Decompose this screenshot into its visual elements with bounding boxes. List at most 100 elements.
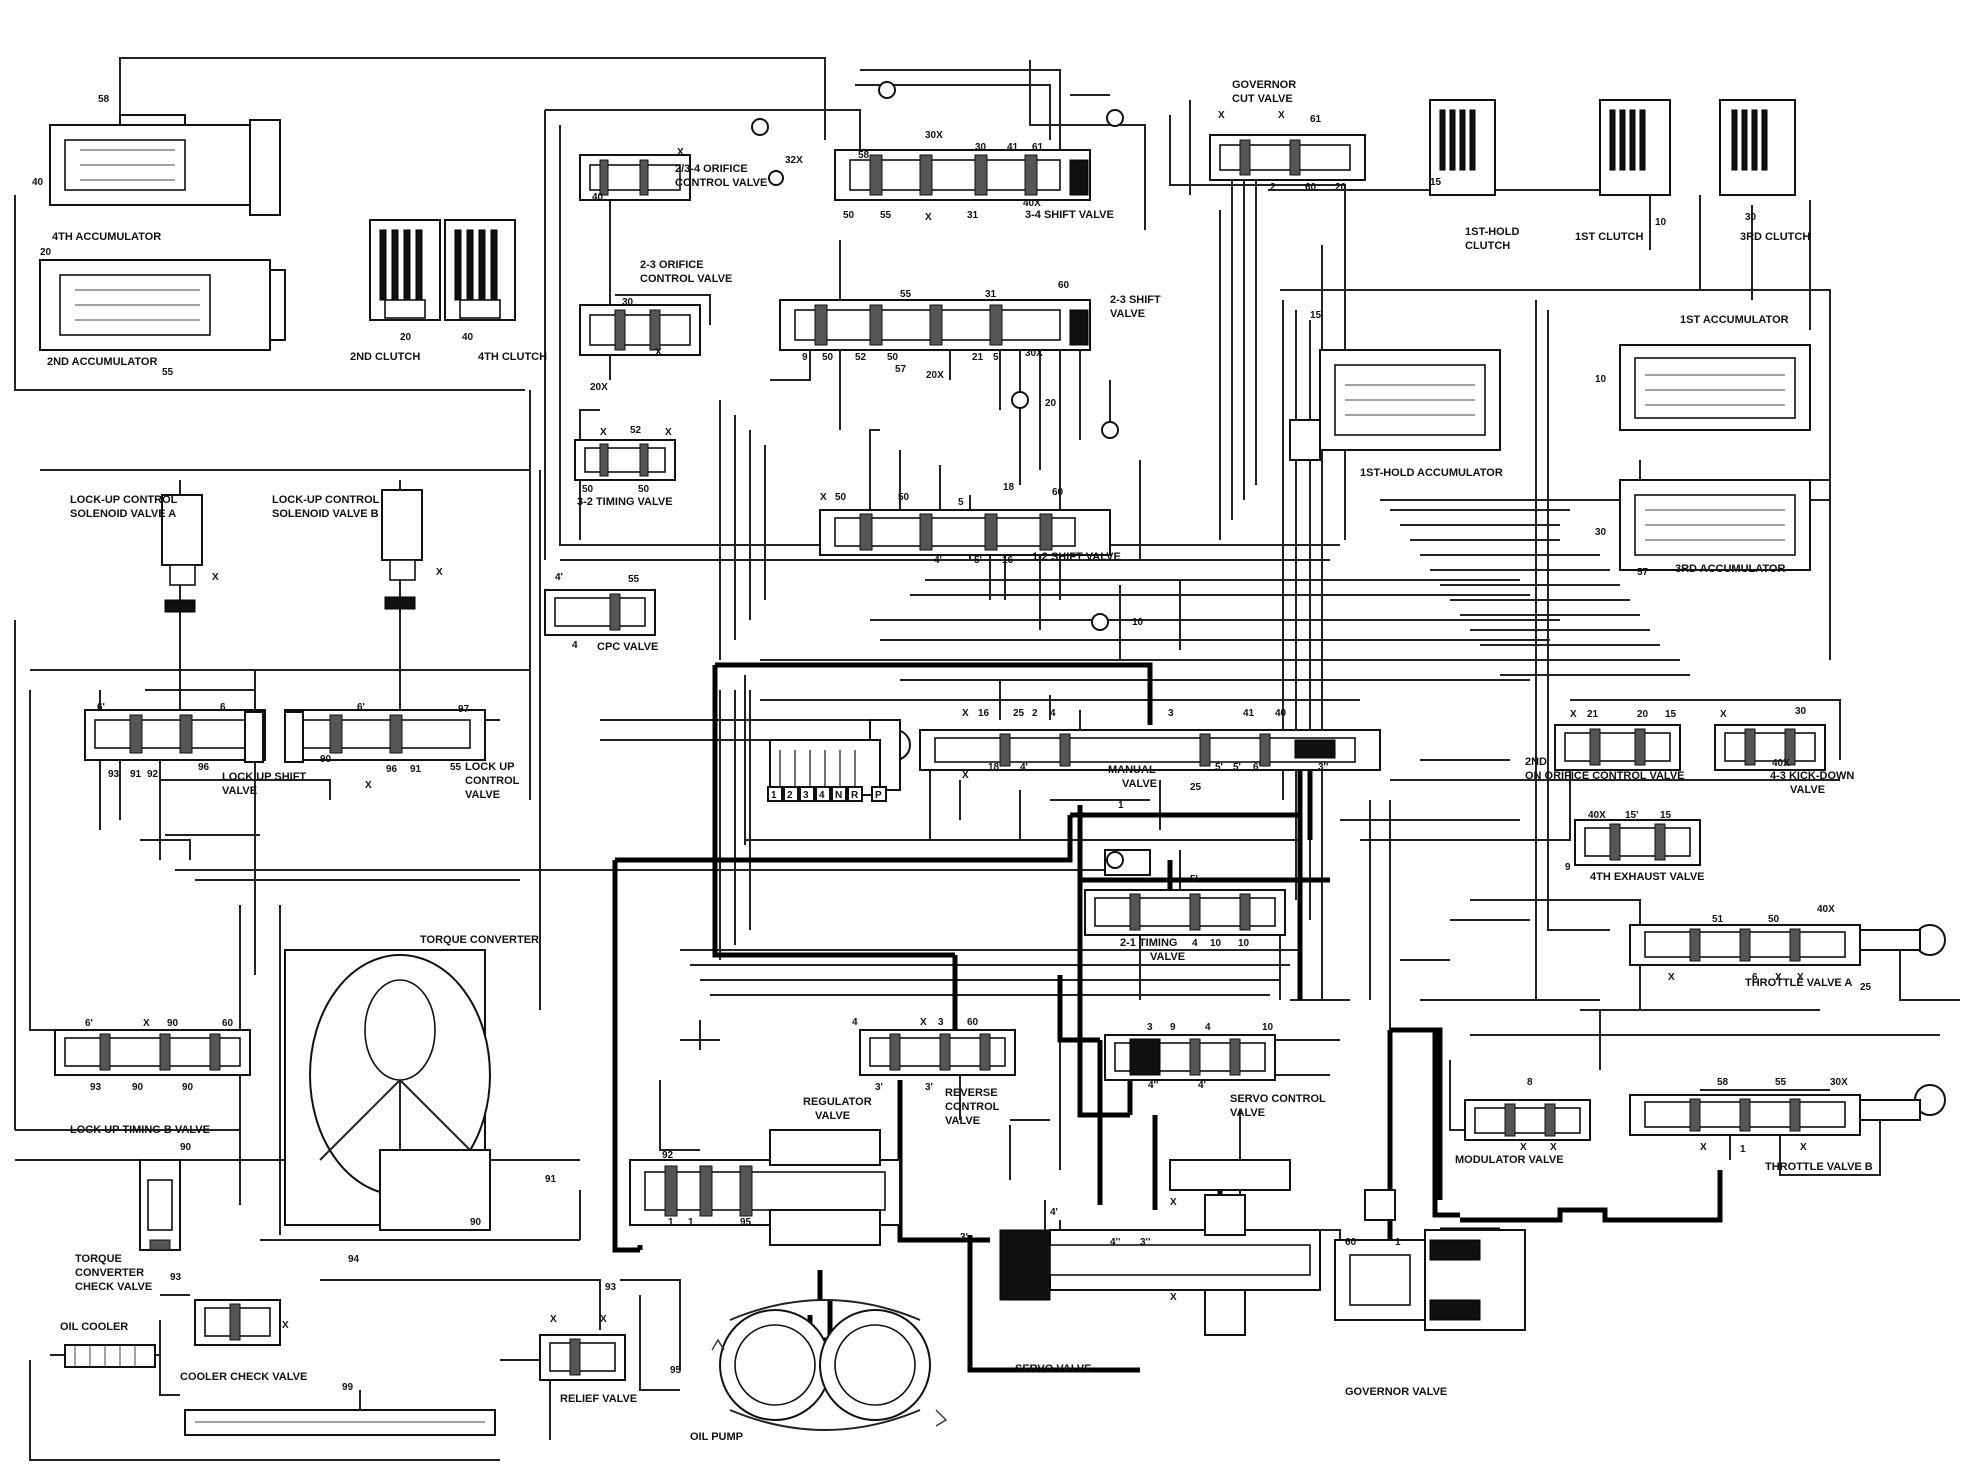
port-label: 58 (98, 94, 110, 105)
port-label: 91 (545, 1174, 557, 1185)
port-label: 30 (975, 142, 987, 153)
exhaust-x: X (962, 770, 969, 781)
port-label: 51 (1712, 914, 1724, 925)
port-label: 40X (1023, 198, 1041, 209)
port-label: 90 (180, 1142, 192, 1153)
reverse-control-valve (859, 1029, 1016, 1076)
port-label: 30X (925, 130, 943, 141)
governor-cut-valve (1209, 134, 1366, 181)
port-label: 10 (1210, 938, 1222, 949)
port-label: 58 (858, 150, 870, 161)
servo-valve (999, 1159, 1321, 1336)
exhaust-x: X (820, 492, 827, 503)
label-solenoid-a-l2: SOLENOID VALVE A (70, 508, 176, 520)
port-label: 20 (1335, 182, 1347, 193)
label-manual-l1: MANUAL (1108, 764, 1156, 776)
port-label: 15 (1310, 310, 1322, 321)
label-4th-clutch: 4TH CLUTCH (478, 351, 547, 363)
port-label: 93 (605, 1282, 617, 1293)
port-label: 58 (1717, 1077, 1729, 1088)
label-1st-hold-clutch-l1: 1ST-HOLD (1465, 226, 1519, 238)
exhaust-x: X (1570, 709, 1577, 720)
port-label: 4'' (1110, 1237, 1120, 1248)
port-label: 55 (1775, 1077, 1787, 1088)
port-label: 97 (458, 704, 470, 715)
port-label: 18 (1003, 482, 1015, 493)
port-label: 1 (1740, 1144, 1746, 1155)
port-label: 60 (1305, 182, 1317, 193)
port-label: 40 (592, 192, 604, 203)
3rd-accumulator (1619, 479, 1811, 571)
throttle-valve-a (1629, 924, 1946, 966)
cooler-check-valve (194, 1299, 281, 1346)
port-label: 61 (1310, 114, 1322, 125)
exhaust-x: X (143, 1018, 150, 1029)
4th-exhaust-valve (1574, 819, 1701, 866)
label-4-3-kickdown-l2: VALVE (1790, 784, 1825, 796)
label-solenoid-a-l1: LOCK-UP CONTROL (70, 494, 178, 506)
port-label: 3' (925, 1082, 933, 1093)
1st-hold-accumulator (1289, 349, 1501, 461)
port-label: 41 (1243, 708, 1255, 719)
lockup-control-valve (284, 709, 486, 763)
lockup-solenoid-a (161, 494, 203, 613)
exhaust-x: X (365, 780, 372, 791)
1st-clutch (1599, 99, 1671, 196)
port-label: 6' (1253, 762, 1261, 773)
port-label: 9 (1565, 862, 1571, 873)
port-label: 40 (32, 177, 44, 188)
port-label: 40X (1817, 904, 1835, 915)
port-label: 15 (1660, 810, 1672, 821)
label-tc-check-l1: TORQUE (75, 1253, 122, 1265)
port-label: 20 (40, 247, 52, 258)
port-label: 60 (967, 1017, 979, 1028)
label-lockup-control-l2: CONTROL (465, 775, 520, 787)
label-2-3-orifice-l2: CONTROL VALVE (640, 273, 732, 285)
port-label: 60 (1058, 280, 1070, 291)
exhaust-x: X (1520, 1142, 1527, 1153)
port-label: 6 (220, 702, 226, 713)
port-label: 40X (1772, 758, 1790, 769)
port-label: 93 (108, 769, 120, 780)
regulator-valve (629, 1129, 901, 1246)
port-label: 5' (1215, 762, 1223, 773)
port-label: 30X (1025, 348, 1043, 359)
label-2-3-4-orifice-l1: 2/3-4 ORIFICE (675, 163, 748, 175)
port-label: 55 (628, 574, 640, 585)
torque-converter-check-valve (139, 1159, 181, 1251)
port-label: 50 (822, 352, 834, 363)
exhaust-x: X (665, 427, 672, 438)
exhaust-x: X (920, 1017, 927, 1028)
label-1st-hold-accumulator: 1ST-HOLD ACCUMULATOR (1360, 467, 1503, 479)
port-label: 5 (993, 352, 999, 363)
label-lockup-control-l3: VALVE (465, 789, 500, 801)
port-label: 25 (1860, 982, 1872, 993)
port-label: 10 (1238, 938, 1250, 949)
label-cpc-valve: CPC VALVE (597, 641, 658, 653)
port-label: 10 (1132, 617, 1144, 628)
port-label: 3'' (1140, 1237, 1150, 1248)
label-2-3-4-orifice-l2: CONTROL VALVE (675, 177, 767, 189)
label-tc-check-l3: CHECK VALVE (75, 1281, 152, 1293)
label-governor-cut-l1: GOVERNOR (1232, 79, 1296, 91)
port-label: 5' (1233, 762, 1241, 773)
port-label: 40X (1588, 810, 1606, 821)
label-throttle-valve-a: THROTTLE VALVE A (1745, 977, 1852, 989)
port-label: 15 (1430, 177, 1442, 188)
label-solenoid-b-l2: SOLENOID VALVE B (272, 508, 379, 520)
port-label: 10 (1595, 374, 1607, 385)
port-label: 41 (1007, 142, 1019, 153)
exhaust-marks: X X X X X X X X X X X X X X X X X X X X … (143, 110, 1807, 1331)
exhaust-x: X (1278, 110, 1285, 121)
manual-valve (869, 719, 1381, 791)
throttle-valve-b (1629, 1084, 1946, 1136)
port-label: 50 (582, 484, 594, 495)
exhaust-x: X (282, 1320, 289, 1331)
port-label: 20X (926, 370, 944, 381)
port-label: 1 (1118, 800, 1124, 811)
shift-pos-p: P (875, 790, 882, 801)
exhaust-x: X (1218, 110, 1225, 121)
port-label: 3' (960, 1232, 968, 1243)
label-1st-accumulator: 1ST ACCUMULATOR (1680, 314, 1789, 326)
check-balls (751, 81, 1124, 869)
